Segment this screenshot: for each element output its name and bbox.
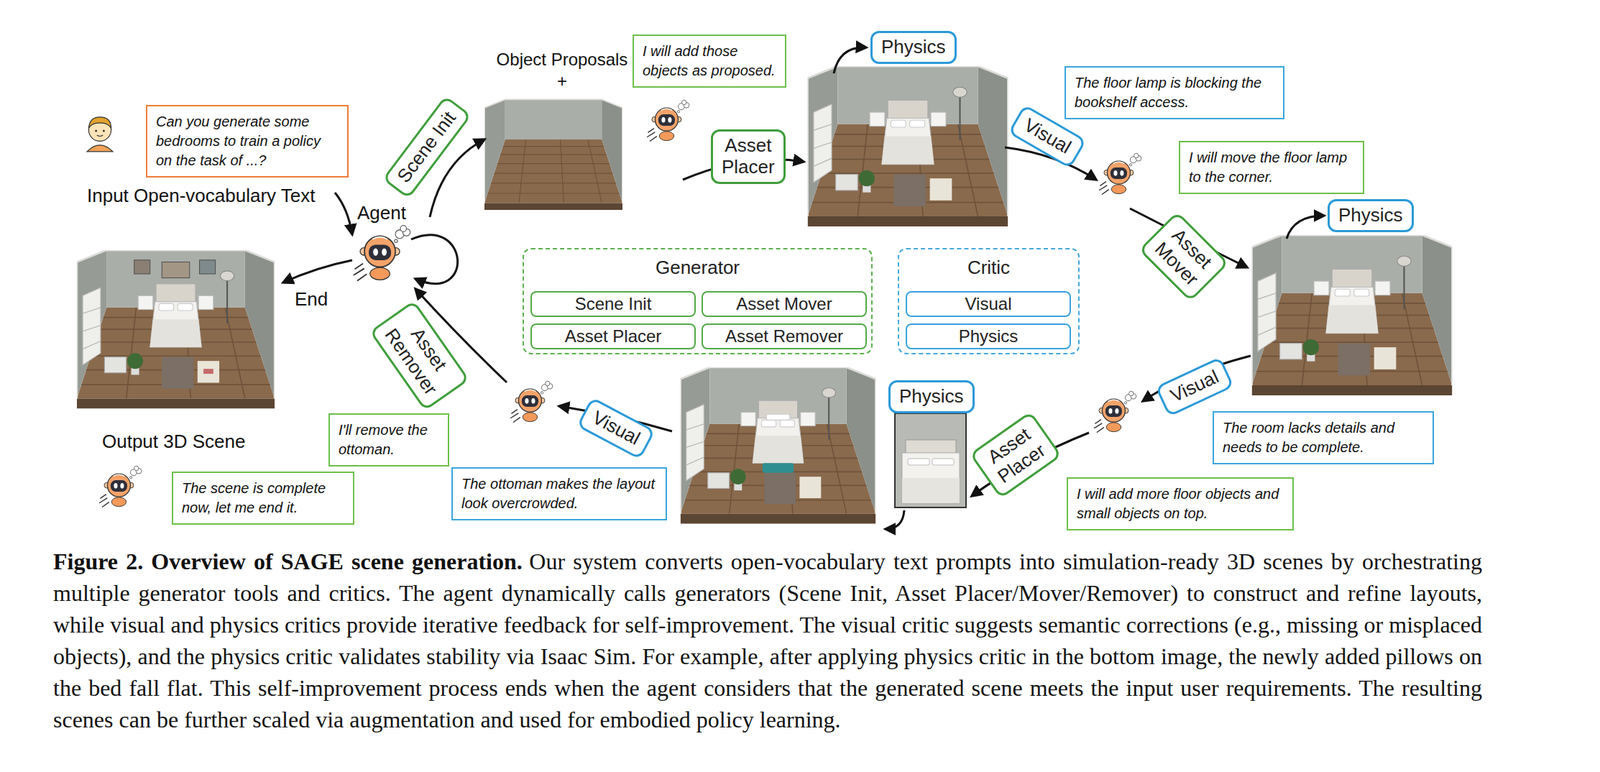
tool-pill: Asset Mover — [1138, 211, 1230, 302]
output-room — [76, 250, 275, 409]
tool-pill: Asset Placer — [710, 129, 786, 185]
node-text: Visual — [907, 292, 1070, 315]
agent-robot — [511, 380, 553, 422]
node-text: Visual — [588, 406, 644, 450]
agent-robot — [1099, 153, 1142, 195]
speech-bubble: The floor lamp is blocking the bookshelf… — [1064, 66, 1285, 120]
node-text: Asset Remover — [380, 312, 459, 400]
node-text: I will add more floor objects and small … — [1076, 484, 1284, 524]
tool-item: Visual — [905, 291, 1071, 317]
illustration-part — [932, 458, 954, 466]
user-icon — [86, 117, 113, 152]
plain-label: Agent — [357, 202, 407, 225]
group-box: GeneratorScene Init Asset MoverAsset Plac… — [522, 247, 873, 355]
flow-arrow — [283, 260, 353, 283]
flow-arrow — [411, 235, 458, 284]
node-text: Physics — [881, 36, 946, 59]
node-text: Scene Init — [531, 292, 695, 315]
caption-text: Our system converts open-vocabulary text… — [53, 548, 1483, 733]
plain-label: Input Open-vocabulary Text — [86, 185, 315, 208]
illustration-part — [894, 413, 967, 508]
node-text: Can you generate some bedrooms to train … — [155, 112, 339, 171]
inset-image — [894, 413, 967, 508]
node-text: Asset Placer — [721, 135, 775, 179]
tool-item: Scene Init — [530, 291, 696, 317]
tool-pill: Physics — [1327, 199, 1414, 233]
group-box: CriticVisualPhysics — [897, 247, 1080, 355]
tool-item: Asset Mover — [701, 291, 867, 317]
plain-label: Output 3D Scene — [102, 431, 246, 453]
speech-bubble: Can you generate some bedrooms to train … — [145, 104, 349, 178]
flow-arrow — [833, 47, 867, 74]
node-text: Physics — [907, 324, 1070, 348]
speech-bubble: The ottoman makes the layout look overcr… — [451, 467, 668, 521]
tool-item: Asset Placer — [530, 323, 696, 350]
tool-pill: Asset Placer — [969, 411, 1062, 499]
node-text: Scene Init — [393, 107, 461, 187]
speech-bubble: I'll remove the ottoman. — [328, 413, 450, 467]
agent-robot — [1094, 391, 1137, 432]
tool-pill: Scene Init — [382, 95, 472, 200]
node-text: Visual — [1167, 366, 1222, 408]
node-text: Physics — [899, 385, 964, 408]
room-step — [680, 367, 877, 524]
node-text: I will move the floor lamp to the corner… — [1188, 148, 1355, 187]
speech-bubble: I will add more floor objects and small … — [1066, 477, 1294, 531]
speech-bubble: I will move the floor lamp to the corner… — [1178, 140, 1365, 195]
empty-room — [484, 99, 623, 210]
rooms — [76, 66, 1453, 524]
room-step — [807, 66, 1009, 227]
node-text: Asset Placer — [531, 324, 695, 348]
tool-pill: Asset Remover — [368, 300, 470, 412]
node-text: Asset Placer — [981, 421, 1051, 488]
tool-pill: Physics — [870, 30, 957, 64]
illustration-part — [907, 458, 930, 466]
node-text: Asset Mover — [1150, 222, 1217, 290]
group-title: Critic — [899, 249, 1079, 279]
illustration-part — [902, 477, 960, 504]
node-text: The room lacks details and needs to be c… — [1222, 418, 1424, 458]
agent-robot — [647, 99, 690, 141]
node-text: I will add those objects as proposed. — [642, 41, 777, 81]
plain-label: Object Proposals + — [493, 48, 632, 93]
flow-arrow — [885, 510, 905, 530]
tool-item: Physics — [905, 323, 1071, 350]
room-step — [1252, 235, 1453, 396]
speech-bubble: The room lacks details and needs to be c… — [1212, 411, 1434, 465]
tool-pill: Visual — [1155, 356, 1235, 417]
flow-arrow — [1286, 215, 1324, 239]
agent-robot — [353, 225, 410, 282]
node-text: Visual — [1019, 114, 1075, 159]
robots — [86, 99, 1142, 507]
speech-bubble: I will add those objects as proposed. — [632, 34, 787, 88]
speech-bubble: The scene is complete now, let me end it… — [171, 471, 355, 525]
node-text: The floor lamp is blocking the bookshelf… — [1074, 73, 1275, 113]
node-text: The ottoman makes the layout look overcr… — [461, 474, 657, 514]
node-text: I'll remove the ottoman. — [338, 420, 440, 460]
node-text: The scene is complete now, let me end it… — [181, 478, 345, 518]
node-text: Asset Mover — [702, 292, 866, 315]
tool-pill: Physics — [888, 380, 975, 414]
node-text: Physics — [1338, 204, 1404, 227]
illustration-part — [902, 452, 960, 504]
caption-heading: Figure 2. Overview of SAGE scene generat… — [53, 548, 523, 575]
tool-item: Asset Remover — [701, 323, 867, 350]
flow-arrows — [283, 47, 1324, 530]
agent-robot — [99, 465, 142, 507]
flow-arrow — [334, 192, 353, 235]
node-text: Asset Remover — [702, 324, 866, 348]
group-title: Generator — [523, 249, 872, 279]
figure-caption: Figure 2. Overview of SAGE scene generat… — [53, 545, 1483, 736]
plain-label: End — [294, 288, 328, 311]
tool-pill: Visual — [576, 396, 656, 461]
